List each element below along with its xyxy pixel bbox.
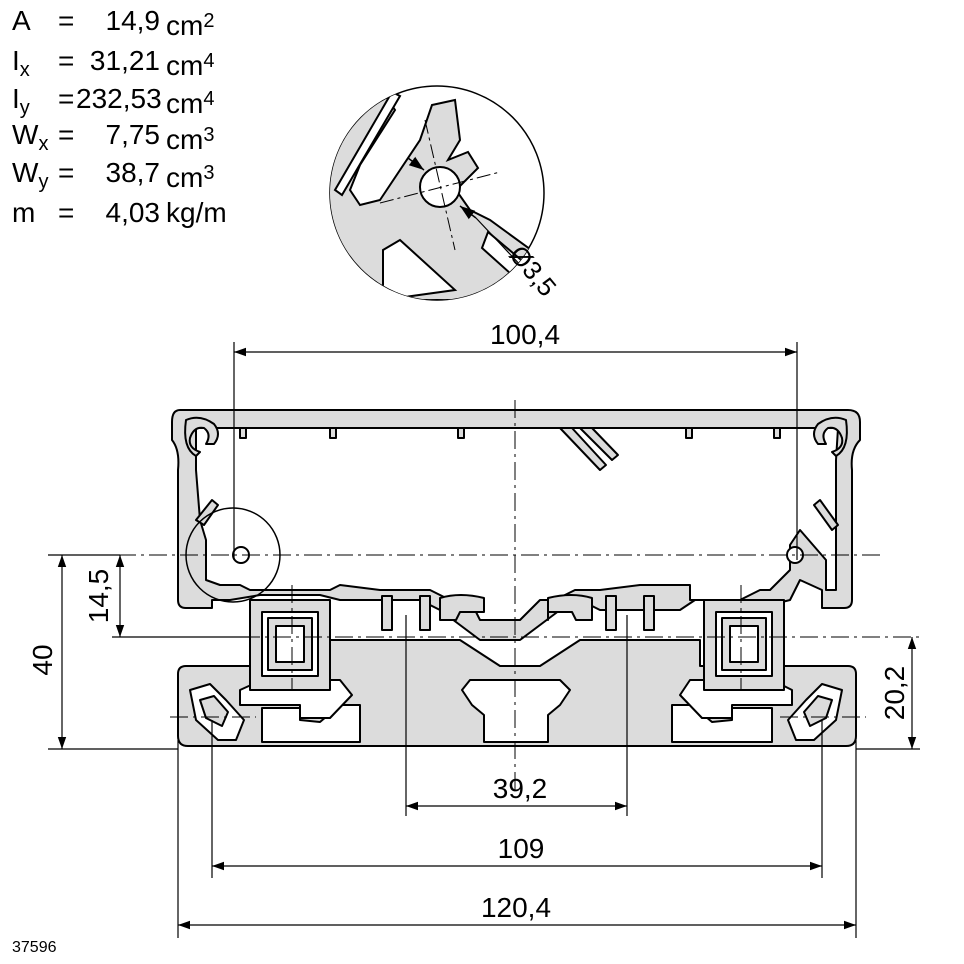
property-value: 38,7 [105, 157, 161, 188]
center-lines [118, 400, 920, 790]
property-equals: = [58, 5, 75, 36]
property-unit: cm3 [166, 162, 215, 193]
property-equals: = [58, 197, 75, 228]
property-equals: = [58, 45, 75, 76]
dimension-lines [48, 342, 920, 938]
t-slot-left [249, 599, 331, 691]
dim-slot-spacing: 39,2 [493, 773, 548, 804]
property-value: 232,53 [76, 83, 162, 114]
property-symbol: Ix [12, 45, 30, 81]
property-value: 7,75 [105, 119, 161, 150]
dim-inner-width: 109 [498, 833, 545, 864]
property-unit: cm4 [166, 88, 215, 119]
property-symbol: m [12, 197, 36, 228]
property-equals: = [58, 83, 75, 114]
profile-section [171, 409, 861, 747]
property-symbol: Wx [12, 119, 49, 155]
property-unit: kg/m [166, 197, 227, 228]
property-symbol: A [12, 5, 31, 36]
t-slot-right [703, 599, 785, 691]
right-corner-curl [813, 416, 848, 457]
dim-top-width: 100,4 [490, 319, 560, 350]
left-corner-curl [184, 416, 219, 457]
drawing-number: 37596 [12, 939, 57, 956]
property-equals: = [58, 119, 75, 150]
property-equals: = [58, 157, 75, 188]
dim-height-lower: 20,2 [879, 666, 910, 721]
property-value: 31,21 [89, 45, 160, 76]
property-unit: cm2 [166, 10, 215, 41]
dim-height-total: 40 [27, 644, 58, 675]
property-unit: cm3 [166, 124, 215, 155]
property-value: 14,9 [105, 5, 161, 36]
property-symbol: Wy [12, 157, 49, 193]
dim-overall-width: 120,4 [481, 892, 551, 923]
property-value: 4,03 [105, 197, 161, 228]
detail-view: Ø3,5 [329, 85, 563, 302]
dim-height-axis: 14,5 [83, 569, 114, 624]
top-ribs [239, 427, 781, 471]
property-unit: cm4 [166, 50, 215, 81]
property-symbol: Iy [12, 83, 30, 119]
